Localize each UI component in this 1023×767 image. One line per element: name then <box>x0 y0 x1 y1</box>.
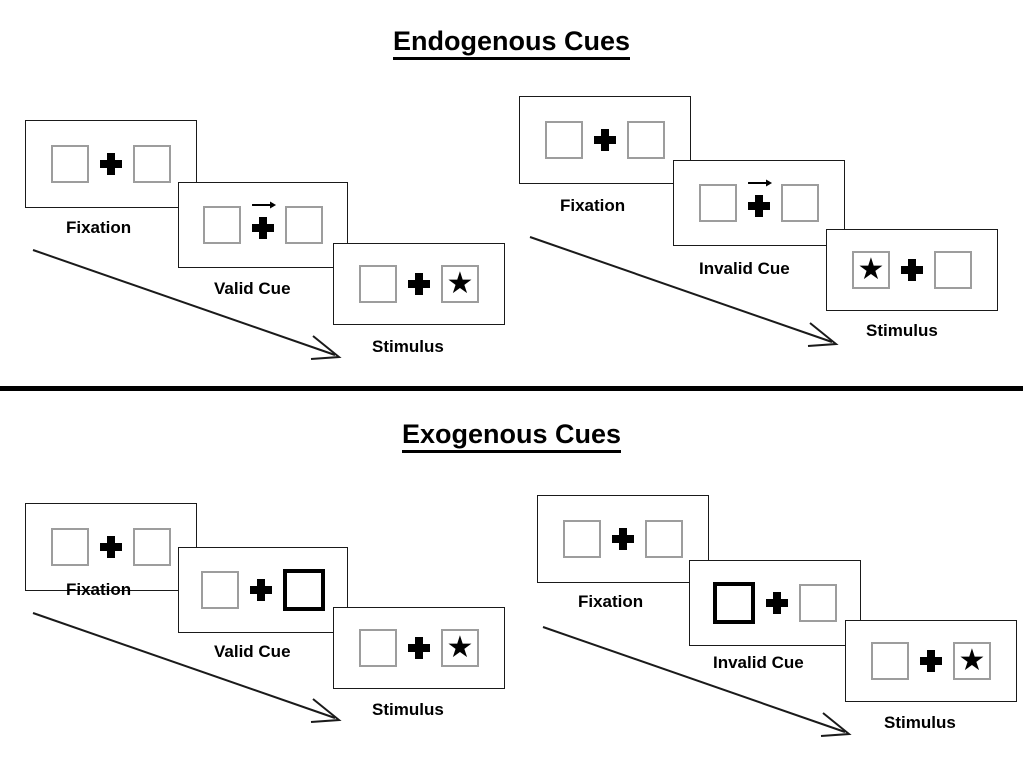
plus-icon <box>250 579 272 601</box>
plus-icon <box>766 592 788 614</box>
fixation-cross-wrap <box>241 201 285 247</box>
fixation-cross-wrap <box>755 581 799 625</box>
right-box: ★ <box>441 629 479 667</box>
caption-exogenous-valid-cue: Valid Cue <box>214 642 291 661</box>
right-box <box>133 528 171 566</box>
right-box <box>781 184 819 222</box>
panel-content: ★ <box>852 248 972 292</box>
fixation-cross-wrap <box>239 568 283 612</box>
left-box <box>51 145 89 183</box>
section-title-exogenous-text: Exogenous Cues <box>401 419 622 453</box>
panel-endogenous-invalid-stimulus: ★ <box>826 229 998 311</box>
left-box-cued <box>713 582 755 624</box>
caption-endogenous-valid-cue: Valid Cue <box>214 279 291 298</box>
plus-icon <box>100 536 122 558</box>
panel-exogenous-valid-cue <box>178 547 348 633</box>
panel-endogenous-valid-fixation <box>25 120 197 208</box>
left-box <box>545 121 583 159</box>
right-box <box>285 206 323 244</box>
section-title-endogenous-text: Endogenous Cues <box>392 26 630 60</box>
fixation-cross-wrap <box>890 248 934 292</box>
fixation-cross-wrap <box>89 142 133 186</box>
panel-content <box>203 201 323 247</box>
plus-icon <box>408 637 430 659</box>
star-icon: ★ <box>446 266 474 300</box>
plus-icon <box>612 528 634 550</box>
star-icon: ★ <box>446 630 474 664</box>
plus-icon <box>901 259 923 281</box>
fixation-cross-wrap <box>89 525 133 569</box>
fixation-cross-wrap <box>583 118 627 162</box>
caption-endogenous-invalid-stimulus: Stimulus <box>866 321 938 340</box>
caption-endogenous-invalid-cue: Invalid Cue <box>699 259 790 278</box>
plus-icon <box>252 217 274 239</box>
time-arrow-icon-endogenous-invalid <box>529 236 839 347</box>
star-icon: ★ <box>857 252 885 286</box>
panel-content <box>51 525 171 569</box>
panel-exogenous-valid-stimulus: ★ <box>333 607 505 689</box>
fixation-cross-wrap <box>737 179 781 225</box>
panel-endogenous-valid-stimulus: ★ <box>333 243 505 325</box>
caption-exogenous-invalid-stimulus: Stimulus <box>884 713 956 732</box>
right-box: ★ <box>953 642 991 680</box>
right-box <box>627 121 665 159</box>
plus-icon <box>748 195 770 217</box>
plus-icon <box>920 650 942 672</box>
right-box <box>133 145 171 183</box>
fixation-cross-wrap <box>601 517 645 561</box>
plus-icon <box>594 129 616 151</box>
left-box <box>359 265 397 303</box>
left-box <box>871 642 909 680</box>
left-box <box>203 206 241 244</box>
left-box <box>359 629 397 667</box>
fixation-cross-wrap <box>397 626 441 670</box>
caption-exogenous-invalid-cue: Invalid Cue <box>713 653 804 672</box>
left-box <box>699 184 737 222</box>
panel-content <box>699 179 819 225</box>
caption-exogenous-valid-stimulus: Stimulus <box>372 700 444 719</box>
caption-exogenous-valid-fixation: Fixation <box>66 580 132 599</box>
panel-content <box>545 118 665 162</box>
panel-endogenous-invalid-cue <box>673 160 845 246</box>
panel-content <box>201 568 325 612</box>
right-box: ★ <box>441 265 479 303</box>
panel-endogenous-valid-cue <box>178 182 348 268</box>
left-box <box>201 571 239 609</box>
panel-exogenous-valid-fixation <box>25 503 197 591</box>
left-box <box>563 520 601 558</box>
panel-content <box>51 142 171 186</box>
right-box <box>799 584 837 622</box>
right-arrow-icon <box>252 201 277 209</box>
section-title-endogenous: Endogenous Cues <box>0 26 1023 60</box>
fixation-cross-wrap <box>397 262 441 306</box>
caption-endogenous-valid-stimulus: Stimulus <box>372 337 444 356</box>
star-icon: ★ <box>958 643 986 677</box>
panel-exogenous-invalid-stimulus: ★ <box>845 620 1017 702</box>
panel-exogenous-invalid-cue <box>689 560 861 646</box>
right-box <box>934 251 972 289</box>
panel-content: ★ <box>871 639 991 683</box>
section-title-exogenous: Exogenous Cues <box>0 419 1023 453</box>
left-box <box>51 528 89 566</box>
panel-content: ★ <box>359 626 479 670</box>
plus-icon <box>408 273 430 295</box>
panel-content <box>563 517 683 561</box>
panel-exogenous-invalid-fixation <box>537 495 709 583</box>
fixation-cross-wrap <box>909 639 953 683</box>
caption-endogenous-invalid-fixation: Fixation <box>560 196 626 215</box>
right-box <box>645 520 683 558</box>
right-arrow-icon <box>748 179 773 187</box>
left-box: ★ <box>852 251 890 289</box>
right-box-cued <box>283 569 325 611</box>
panel-endogenous-invalid-fixation <box>519 96 691 184</box>
caption-exogenous-invalid-fixation: Fixation <box>578 592 644 611</box>
section-divider <box>0 386 1023 391</box>
caption-endogenous-valid-fixation: Fixation <box>66 218 132 237</box>
panel-content: ★ <box>359 262 479 306</box>
plus-icon <box>100 153 122 175</box>
panel-content <box>713 581 837 625</box>
